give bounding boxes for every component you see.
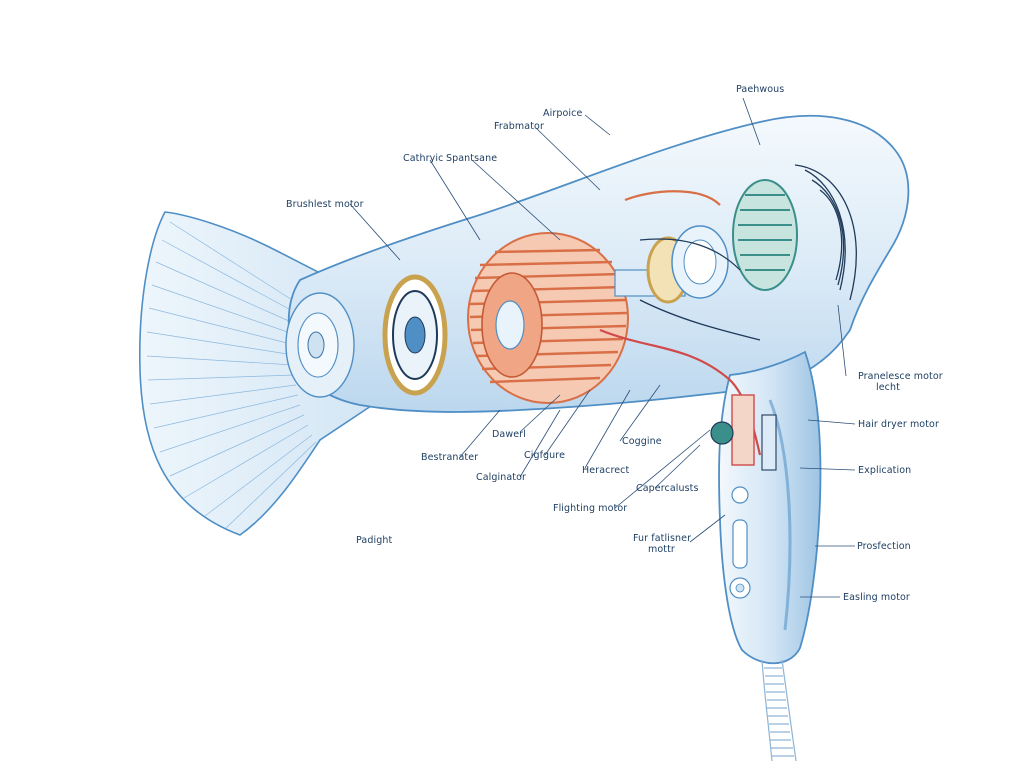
power-cord bbox=[761, 659, 797, 761]
label-coggine: Coggine bbox=[622, 436, 662, 447]
leader-lines bbox=[349, 97, 856, 598]
label-prosfection: Prosfection bbox=[857, 541, 911, 552]
front-fan-disc bbox=[285, 292, 355, 398]
label-calginator: Calginator bbox=[476, 472, 527, 483]
rear-grille bbox=[794, 164, 857, 301]
motor-shaft bbox=[614, 225, 729, 304]
label-explication: Explication bbox=[858, 465, 912, 476]
handle-button-slot bbox=[732, 519, 748, 569]
label-cathryic: Cathryic bbox=[403, 153, 444, 164]
label-heracrect: Heracrect bbox=[582, 465, 630, 476]
label-fur-fatlisner-line2: mottr bbox=[648, 544, 675, 555]
label-easling-motor: Easling motor bbox=[843, 592, 910, 603]
label-brushless-motor: Brushlest motor bbox=[286, 199, 364, 210]
label-frabmator: Frabmator bbox=[494, 121, 544, 132]
label-airpoice: Airpoice bbox=[543, 108, 583, 119]
copper-heat-sink bbox=[467, 232, 629, 404]
label-cigfgure: Cigfgure bbox=[524, 450, 566, 461]
label-pranelesce-motor: Pranelesce motor bbox=[858, 371, 943, 382]
nozzle-ribs bbox=[146, 221, 317, 529]
label-top-right: Paehwous bbox=[736, 84, 785, 95]
label-capercalusts: Capercalusts bbox=[636, 483, 699, 494]
handle-button-top bbox=[731, 486, 749, 504]
label-bestranater: Bestranater bbox=[421, 452, 479, 463]
label-dawerl: Dawerl bbox=[492, 429, 526, 440]
label-spantsane: Spantsane bbox=[446, 153, 498, 164]
gear-ring bbox=[382, 274, 448, 396]
label-padight: Padight bbox=[356, 535, 393, 546]
label-pranelesce-motor-line2: lecht bbox=[876, 382, 900, 393]
label-fur-fatlisner: Fur fatlisner bbox=[633, 533, 692, 544]
handle-circuit bbox=[710, 394, 777, 471]
label-flighting-motor: Flighting motor bbox=[553, 503, 628, 514]
rear-impeller bbox=[732, 179, 798, 291]
label-hair-dryer-motor: Hair dryer motor bbox=[858, 419, 939, 430]
